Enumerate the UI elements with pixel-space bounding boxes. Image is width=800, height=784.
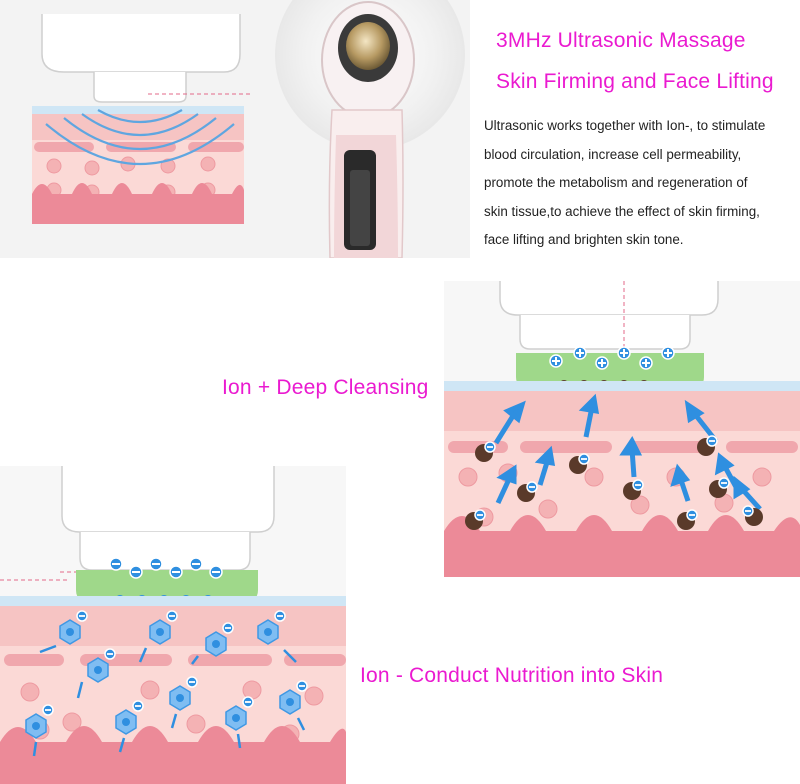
ultrasonic-skin-illustration: [32, 14, 253, 224]
arrow-icon: [32, 644, 306, 757]
nutrition-title: Ion - Conduct Nutrition into Skin: [360, 664, 664, 687]
nutrient-molecule-icon: [25, 619, 301, 739]
ultrasonic-description: Ultrasonic works together with Ion-, to …: [484, 112, 800, 255]
description-line: skin tissue,to achieve the effect of ski…: [484, 203, 760, 219]
ultrasonic-title: 3MHz Ultrasonic Massage: [496, 29, 746, 52]
deep-cleansing-illustration: [444, 281, 800, 577]
description-line: face lifting and brighten skin tone.: [484, 232, 684, 248]
deep-cleansing-title: Ion + Deep Cleansing: [222, 376, 429, 399]
plus-ion-icon: [549, 346, 675, 370]
description-line: promote the metabolism and regeneration …: [484, 175, 748, 191]
device-photo: [275, 0, 465, 258]
arrow-icon: [493, 393, 762, 511]
description-line: Ultrasonic works together with Ion-, to …: [484, 118, 766, 133]
firming-title: Skin Firming and Face Lifting: [496, 70, 774, 93]
nutrition-illustration: [0, 466, 346, 784]
description-line: blood circulation, increase cell permeab…: [484, 146, 742, 162]
